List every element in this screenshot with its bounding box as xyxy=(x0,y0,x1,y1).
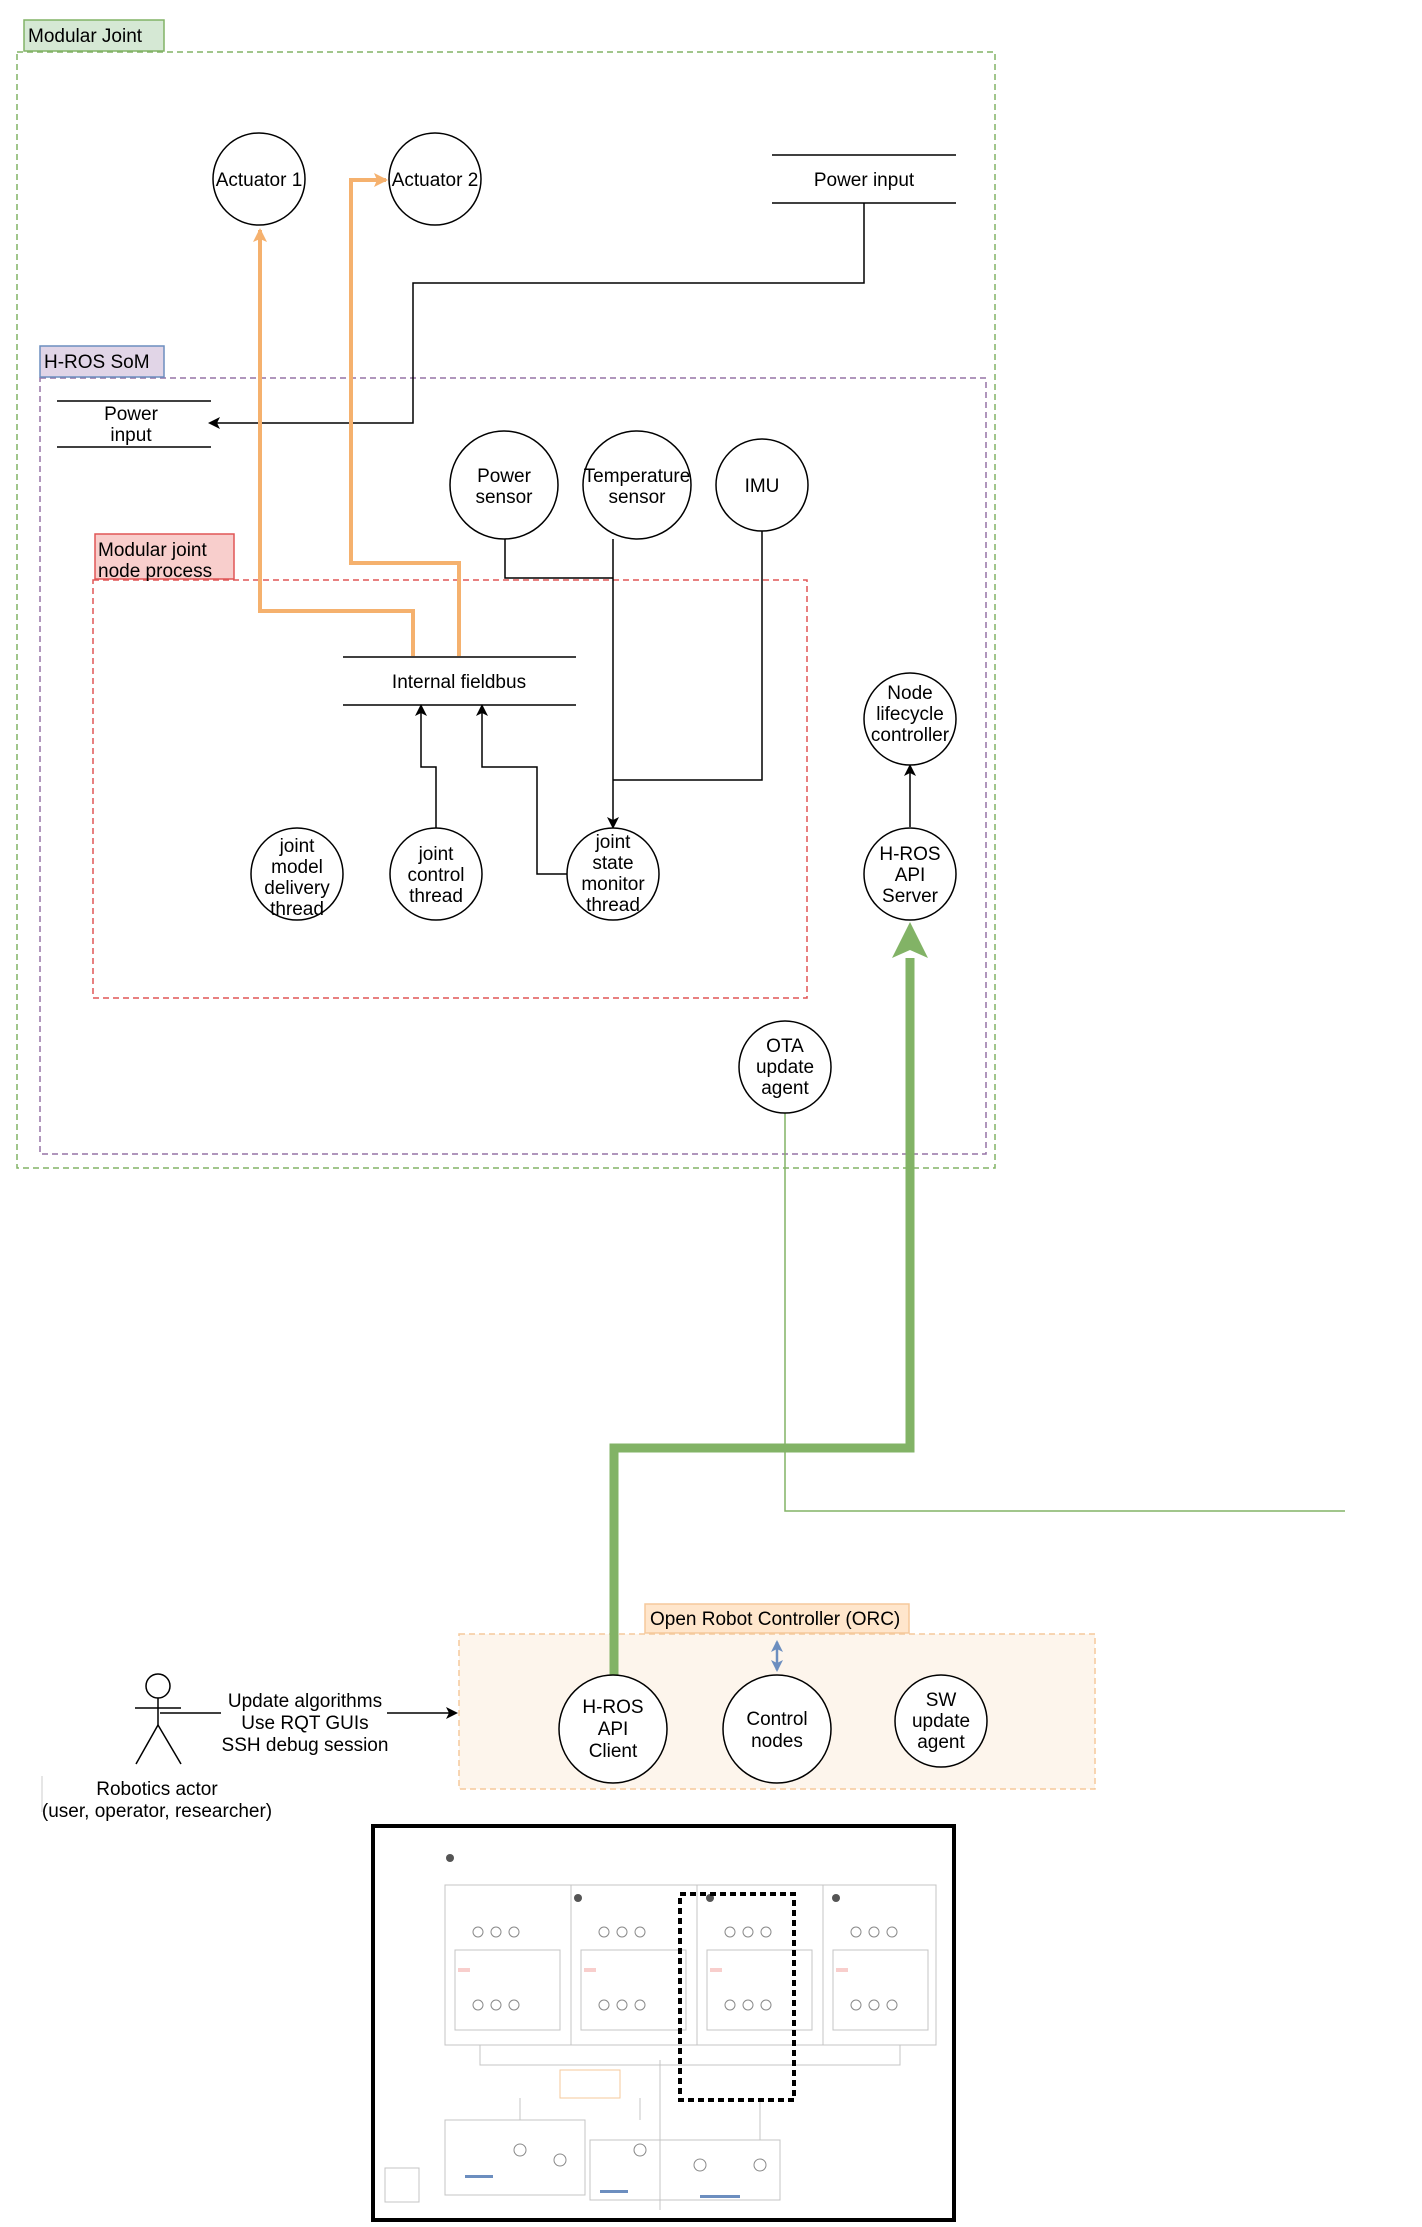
svg-text:Robotics actor(user, operator,: Robotics actor(user, operator, researche… xyxy=(42,1779,272,1822)
fieldbus-to-actuator1-link xyxy=(253,228,415,656)
modular-joint-tag xyxy=(23,19,165,52)
svg-text:IMU: IMU xyxy=(745,476,780,497)
imu-link xyxy=(613,531,763,781)
som-container xyxy=(39,377,987,1155)
power-sensor-link xyxy=(504,537,613,579)
stick-figure-icon xyxy=(135,1673,182,1765)
modular-joint-container xyxy=(16,51,996,1169)
joint-control-to-fieldbus-link xyxy=(415,704,437,828)
internal-fieldbus-label: Internal fieldbus xyxy=(392,672,526,693)
client-to-server-link xyxy=(609,922,928,1680)
power-input-top-store: Power input xyxy=(772,154,956,204)
fieldbus-to-actuator2-link xyxy=(349,173,461,656)
node-process-tag xyxy=(94,533,235,580)
som-tag xyxy=(39,345,165,378)
internal-fieldbus-store: Internal fieldbus xyxy=(343,656,576,706)
orc-title: Open Robot Controller (ORC) xyxy=(650,1609,900,1630)
actuator2-node: Actuator 2 xyxy=(388,132,482,226)
power-input-top-label: Power input xyxy=(814,170,915,191)
modular-joint-title: Modular Joint xyxy=(28,26,143,47)
node-process-container xyxy=(92,579,808,999)
ota-update-link xyxy=(784,1113,1345,1512)
imu-node: IMU xyxy=(715,438,809,532)
joint-state-to-fieldbus-link xyxy=(476,704,567,875)
svg-text:Actuator 2: Actuator 2 xyxy=(392,170,479,191)
som-title: H-ROS SoM xyxy=(44,352,150,373)
orc-tag xyxy=(644,1603,910,1634)
svg-text:Actuator 1: Actuator 1 xyxy=(216,170,303,191)
actor-name-label: Robotics actor(user, operator, researche… xyxy=(41,1776,272,1822)
actuator1-node: Actuator 1 xyxy=(212,132,306,226)
power-link xyxy=(208,203,865,429)
overview-diagram-thumbnail xyxy=(371,1824,956,2222)
